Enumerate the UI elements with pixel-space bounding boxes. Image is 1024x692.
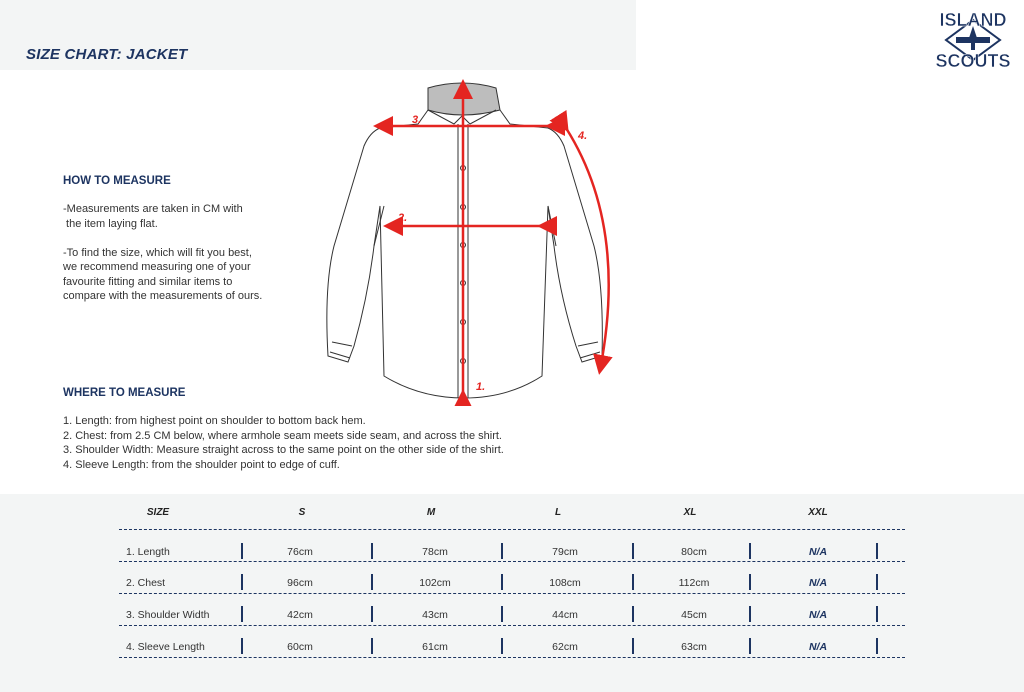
table-cell: 61cm [422,641,448,653]
table-cell: 76cm [287,546,313,558]
table-cell: 78cm [422,546,448,558]
cell-separator [749,638,751,654]
where-item: 3. Shoulder Width: Measure straight acro… [63,444,504,456]
table-divider [119,593,905,594]
cell-separator [632,638,634,654]
row-label: 3. Shoulder Width [126,609,210,621]
column-header-size: SIZE [146,507,170,518]
column-header-xl: XL [683,507,697,518]
column-header-m: M [426,507,436,518]
how-line: -To find the size, which will fit you be… [63,246,252,259]
cell-separator [876,574,878,590]
table-cell: 96cm [287,577,313,589]
cell-separator [371,543,373,559]
table-cell: 44cm [552,609,578,621]
logo-text-island: ISLAND [940,10,1007,30]
marker-3: 3. [412,114,421,126]
table-cell: 63cm [681,641,707,653]
where-item: 1. Length: from highest point on shoulde… [63,415,366,427]
cell-separator [241,606,243,622]
cell-separator [876,606,878,622]
header-band [0,0,636,70]
cell-separator [241,574,243,590]
table-cell: 43cm [422,609,448,621]
how-line: favourite fitting and similar items to [63,275,233,288]
cell-separator [749,543,751,559]
cell-separator [501,606,503,622]
how-line: compare with the measurements of ours. [63,290,263,302]
table-cell: 108cm [549,577,581,589]
table-cell: 112cm [678,577,710,589]
measurement-arrows [373,79,613,406]
logo-text-scouts: SCOUTS [935,51,1010,70]
how-line: -Measurements are taken in CM with [63,203,243,215]
column-header-s: S [298,507,306,518]
cell-separator [371,638,373,654]
table-cell: 62cm [552,641,578,653]
table-cell: 42cm [287,609,313,621]
column-header-xxl: XXL [808,507,828,518]
cell-separator [241,543,243,559]
where-to-measure-heading: WHERE TO MEASURE [63,387,186,399]
cell-separator [749,574,751,590]
table-cell: 102cm [419,577,451,589]
how-to-measure-copy: -Measurements are taken in CM with the i… [63,202,262,304]
table-divider [119,561,905,562]
where-to-measure-copy: 1. Length: from highest point on shoulde… [63,414,504,472]
row-label: 2. Chest [126,577,166,589]
cell-separator [876,543,878,559]
cell-separator [749,606,751,622]
table-cell: 80cm [681,546,707,558]
cell-separator [501,638,503,654]
where-item: 2. Chest: from 2.5 CM below, where armho… [63,429,502,442]
cell-separator [371,574,373,590]
cell-separator [371,606,373,622]
table-divider [119,529,905,530]
row-label: 4. Sleeve Length [126,641,205,653]
sleeve-arrow [549,109,613,375]
where-item: 4. Sleeve Length: from the shoulder poin… [63,458,340,471]
cell-separator [632,606,634,622]
how-to-measure-heading: HOW TO MEASURE [63,175,171,187]
table-cell: N/A [808,609,828,621]
table-cell: N/A [808,641,828,653]
table-divider [119,625,905,626]
how-line: the item laying flat. [63,217,158,230]
table-divider [119,657,905,658]
cell-separator [501,574,503,590]
jacket-diagram: 1. 2. 3. 4. [326,79,613,406]
marker-2: 2. [397,212,407,224]
column-header-l: L [554,507,562,518]
cell-separator [501,543,503,559]
row-label: 1. Length [126,546,170,558]
cell-separator [876,638,878,654]
cell-separator [632,574,634,590]
how-line: we recommend measuring one of your [63,261,251,273]
table-cell: 79cm [552,546,578,558]
page-title: SIZE CHART: JACKET [26,46,188,63]
marker-4: 4. [577,130,587,142]
table-cell: N/A [808,546,828,558]
cell-separator [632,543,634,559]
jacket-outline [326,82,603,399]
table-cell: N/A [808,577,828,589]
table-cell: 60cm [287,641,313,653]
table-cell: 45cm [681,609,707,621]
marker-1: 1. [476,381,485,393]
island-scouts-logo: ISLAND SCOUTS [935,10,1011,70]
cell-separator [241,638,243,654]
